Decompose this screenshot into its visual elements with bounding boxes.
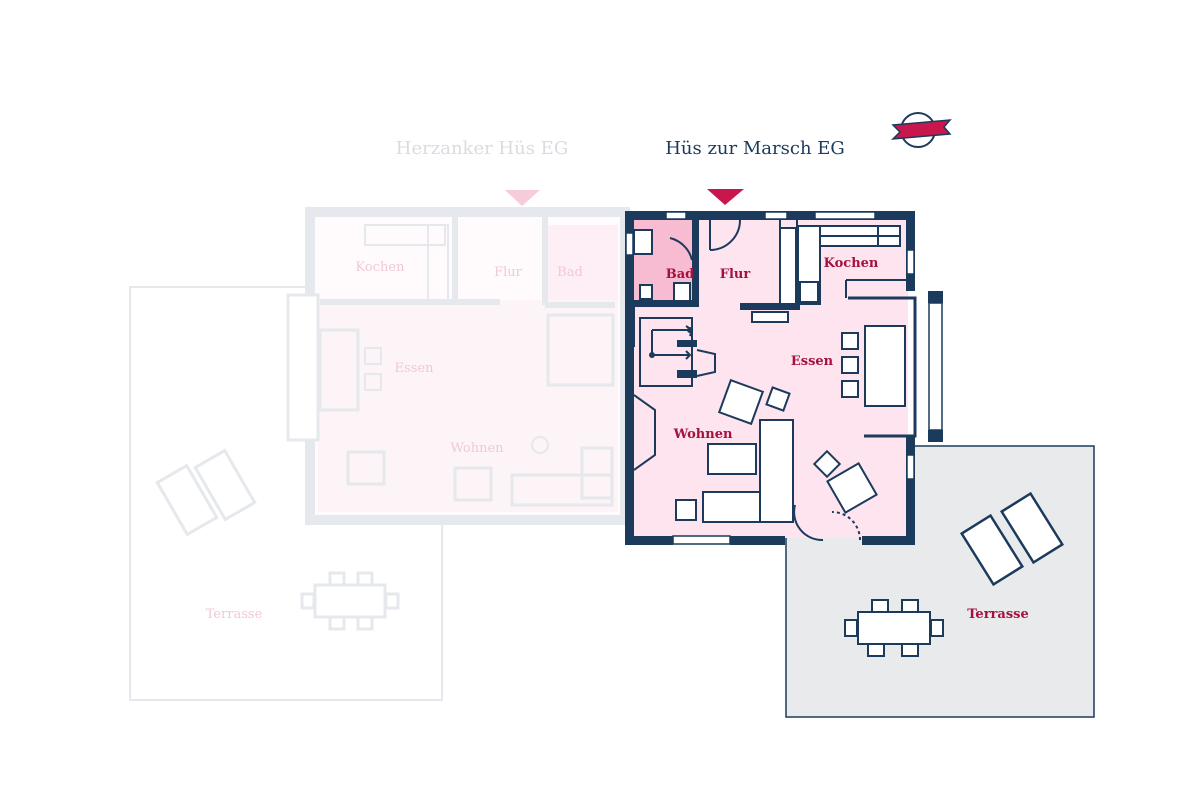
left-sofa-end <box>580 446 614 500</box>
right-sunloungers <box>959 491 1065 587</box>
right-bath-fixtures <box>633 229 691 302</box>
right-room-bad: Bad <box>666 267 695 282</box>
left-bath <box>548 225 618 300</box>
left-armchair <box>346 450 386 486</box>
right-unit-plan <box>625 189 1095 718</box>
right-room-terrasse: Terrasse <box>967 607 1028 622</box>
left-chair <box>364 347 382 365</box>
stair-dot <box>687 327 693 333</box>
left-room-terrasse: Terrasse <box>206 607 263 622</box>
right-kitchen-counters <box>751 225 901 323</box>
left-kitchen-counter <box>364 224 446 246</box>
left-terrace-table <box>300 571 400 631</box>
right-inner-partitions <box>633 219 906 542</box>
right-room-essen: Essen <box>791 354 834 369</box>
left-kitchen-counter <box>427 224 449 301</box>
left-living-area <box>318 300 618 512</box>
left-armchair <box>453 466 493 502</box>
left-dining-table <box>318 328 360 412</box>
right-room-wohnen: Wohnen <box>673 427 733 442</box>
left-stairs <box>546 313 615 387</box>
left-sunloungers <box>155 448 257 537</box>
right-living-furniture <box>675 378 878 523</box>
left-room-wohnen: Wohnen <box>450 441 504 456</box>
right-inner-walls <box>625 220 800 378</box>
compass-ribbon-icon <box>891 112 952 148</box>
right-unit-title: Hüs zur Marsch EG <box>665 138 845 159</box>
right-bay-frame <box>848 296 917 438</box>
left-unit-plan <box>129 190 630 701</box>
right-dining-set <box>841 325 906 407</box>
stair-dot <box>649 352 655 358</box>
left-chair <box>364 373 382 391</box>
right-room-flur: Flur <box>720 267 751 282</box>
left-room-essen: Essen <box>395 361 435 376</box>
right-room-kochen: Kochen <box>824 256 879 271</box>
left-lamp <box>531 436 549 454</box>
left-entrance-marker <box>505 190 540 206</box>
left-room-flur: Flur <box>494 265 523 280</box>
left-room-kochen: Kochen <box>356 260 406 275</box>
left-unit-title: Herzanker Hüs EG <box>396 138 568 159</box>
left-bay <box>286 293 320 442</box>
left-room-bad: Bad <box>557 265 583 280</box>
right-entrance-marker <box>707 189 744 205</box>
right-terrace-table <box>844 599 944 657</box>
